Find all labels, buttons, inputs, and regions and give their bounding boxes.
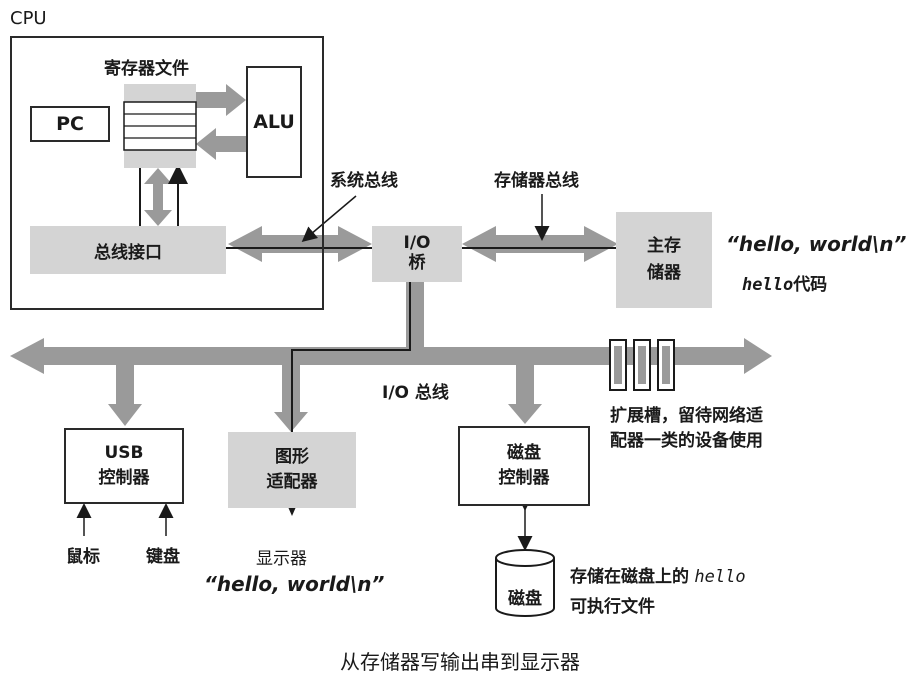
- system-bus-arrow: [228, 226, 372, 262]
- alu-to-regfile-arrow: [196, 128, 246, 160]
- system-bus-label: 系统总线: [330, 171, 398, 191]
- regfile-businterface-arrow: [144, 168, 172, 226]
- disk-note-line1: 存储在磁盘上的 hello: [570, 562, 746, 587]
- graphics-adapter-box: 图形 适配器: [228, 432, 356, 508]
- mouse-label: 鼠标: [66, 547, 100, 567]
- cpu-label: CPU: [10, 8, 47, 29]
- disk-branch-arrow: [508, 365, 542, 424]
- hello-string-memory: “hello, world\n”: [726, 232, 907, 256]
- hello-code-word: hello: [742, 275, 794, 295]
- system-bus-pointer: [301, 195, 357, 242]
- disk-note-line2: 可执行文件: [570, 597, 655, 617]
- io-bus-label: I/O 总线: [382, 383, 449, 403]
- expansion-slots-icon: [609, 339, 675, 391]
- bus-interface-box: 总线接口: [30, 226, 226, 274]
- figure-caption: 从存储器写输出串到显示器: [340, 650, 580, 674]
- disk-label: 磁盘: [508, 589, 542, 609]
- io-bus-arrow: [10, 338, 772, 374]
- disk-note-word: hello: [694, 567, 746, 587]
- register-file-stack: [123, 84, 197, 168]
- cpu-frame: [10, 36, 324, 310]
- io-bridge-box: I/O 桥: [372, 226, 462, 282]
- disk-controller-box: 磁盘 控制器: [458, 426, 590, 506]
- display-label: 显示器: [256, 549, 307, 569]
- regfile-to-alu-arrow: [196, 84, 246, 116]
- bridge-to-io-bus: [406, 280, 424, 354]
- disk-cylinder-icon: [495, 549, 555, 617]
- data-path-to-display: [208, 247, 411, 498]
- expansion-slots-label: 扩展槽，留待网络适 配器一类的设备使用: [610, 406, 763, 451]
- usb-controller-box: USB 控制器: [64, 428, 184, 504]
- memory-bus-label: 存储器总线: [494, 171, 579, 191]
- pc-register: PC: [30, 106, 110, 142]
- memory-bus-arrow: [462, 226, 618, 262]
- main-memory-box: 主存 储器: [616, 212, 712, 308]
- register-file-label: 寄存器文件: [104, 59, 189, 79]
- keyboard-label: 键盘: [146, 547, 180, 567]
- hello-string-display: “hello, world\n”: [204, 572, 385, 596]
- disk-note-prefix: 存储在磁盘上的: [570, 567, 689, 587]
- hello-code-label: hello代码: [742, 270, 827, 295]
- hello-code-suffix: 代码: [793, 275, 828, 295]
- alu-box: ALU: [246, 66, 302, 178]
- usb-branch-arrow: [108, 365, 142, 426]
